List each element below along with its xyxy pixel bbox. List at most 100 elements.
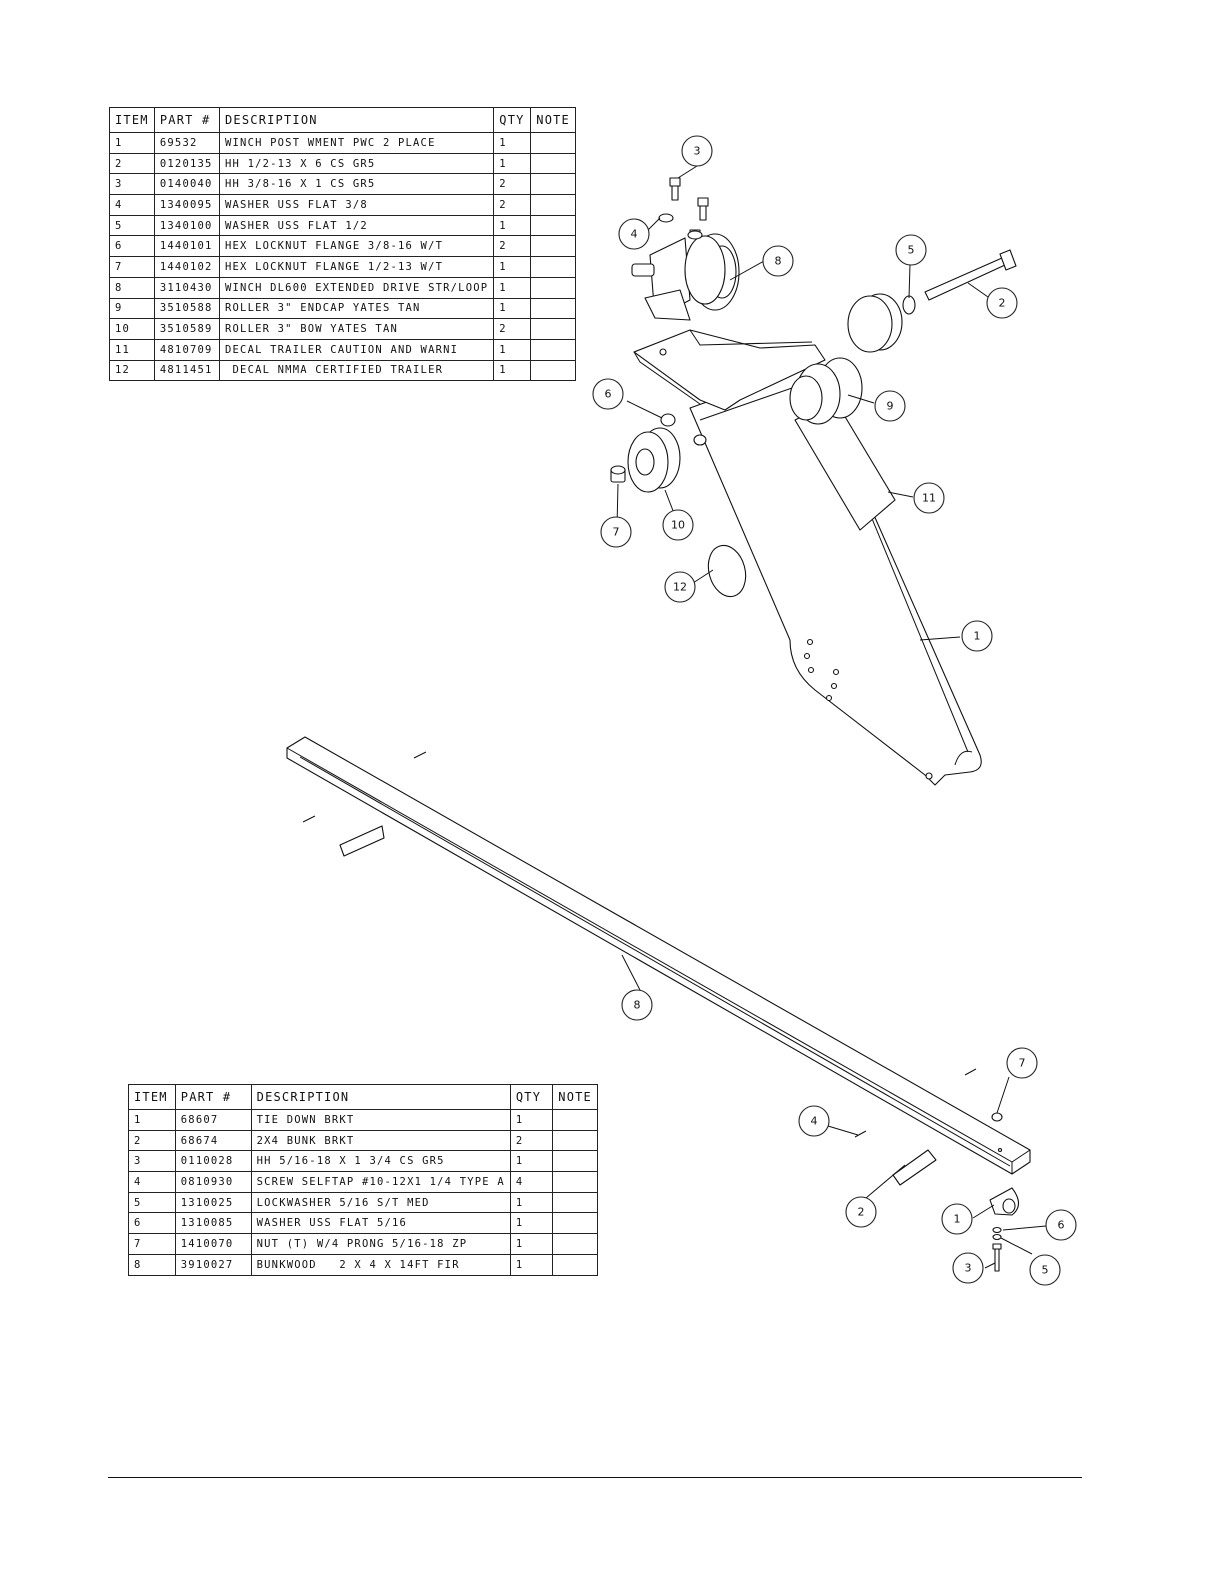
header-part: PART # — [174, 1084, 252, 1110]
tee-nut — [991, 1112, 1003, 1122]
hex-bolt-1-2 — [924, 249, 1017, 301]
cell-note — [552, 1253, 598, 1276]
cell-description: HH 5/16-18 X 1 3/4 CS GR5 — [250, 1150, 511, 1173]
cell-description: DECAL NMMA CERTIFIED TRAILER — [218, 359, 495, 382]
selftap-screw — [854, 1130, 867, 1138]
balloon-8: 8 — [762, 245, 794, 277]
locknut-3-8 — [693, 434, 707, 446]
cell-description: ROLLER 3" BOW YATES TAN — [218, 318, 495, 340]
cell-part-number: 1340100 — [153, 214, 221, 237]
svg-text:6: 6 — [1058, 1219, 1065, 1232]
hex-bolt-3-8 — [669, 177, 709, 221]
washer-5-16 — [992, 1226, 1002, 1234]
svg-text:3: 3 — [694, 145, 701, 158]
header-description: DESCRIPTION — [218, 107, 495, 133]
roller-bow — [847, 293, 903, 353]
bom-header-row: ITEM PART # DESCRIPTION QTY NOTE — [109, 107, 576, 133]
cell-item: 11 — [109, 338, 155, 361]
cell-part-number: 3110430 — [153, 276, 221, 299]
cell-description: HH 3/8-16 X 1 CS GR5 — [218, 173, 495, 196]
header-item: ITEM — [109, 107, 155, 133]
balloon-3: 3 — [681, 135, 713, 167]
cell-qty: 1 — [509, 1253, 554, 1276]
lockwasher-5-16 — [992, 1233, 1002, 1241]
cell-part-number: 3510588 — [153, 297, 221, 320]
header-description: DESCRIPTION — [250, 1084, 511, 1110]
cell-description: ROLLER 3" ENDCAP YATES TAN — [218, 297, 495, 320]
svg-text:4: 4 — [631, 228, 638, 241]
cell-part-number: 1310085 — [174, 1212, 252, 1235]
bunkwood — [286, 736, 1031, 1175]
balloon-8: 8 — [621, 989, 653, 1021]
mounting-holes — [803, 638, 840, 702]
leader-lines — [616, 165, 1047, 1269]
svg-text:4: 4 — [811, 1115, 818, 1128]
balloon-4: 4 — [798, 1105, 830, 1137]
cell-note — [530, 359, 576, 382]
cell-part-number: 1410070 — [174, 1233, 252, 1255]
balloon-6: 6 — [1045, 1209, 1077, 1241]
balloon-1: 1 — [941, 1203, 973, 1235]
balloon-5: 5 — [895, 234, 927, 266]
cell-description: HEX LOCKNUT FLANGE 1/2-13 W/T — [218, 256, 495, 278]
cell-description: LOCKWASHER 5/16 S/T MED — [250, 1191, 511, 1214]
balloon-10: 10 — [662, 509, 694, 541]
cell-part-number: 4810709 — [153, 338, 221, 361]
balloon-7: 7 — [600, 516, 632, 548]
header-part: PART # — [153, 107, 221, 133]
locknut-3-8 — [660, 413, 676, 427]
winch-head-plate — [633, 329, 826, 411]
selftap-screw — [964, 1068, 977, 1076]
header-note: NOTE — [552, 1084, 598, 1110]
svg-text:5: 5 — [908, 244, 915, 257]
balloon-4: 4 — [618, 218, 650, 250]
bunk-bracket — [892, 1149, 937, 1186]
balloon-3: 3 — [952, 1252, 984, 1284]
cell-part-number: 3910027 — [174, 1253, 252, 1276]
svg-text:7: 7 — [613, 526, 620, 539]
svg-text:1: 1 — [974, 630, 981, 643]
footer-rule — [108, 1477, 1082, 1478]
hex-bolt-5-16 — [992, 1243, 1002, 1272]
svg-text:6: 6 — [605, 388, 612, 401]
svg-text:2: 2 — [858, 1206, 865, 1219]
cell-item: 10 — [109, 318, 155, 340]
header-note: NOTE — [530, 107, 576, 133]
cell-qty: 2 — [493, 173, 532, 196]
cell-part-number: 69532 — [153, 132, 221, 154]
svg-text:8: 8 — [634, 999, 641, 1012]
svg-text:11: 11 — [922, 492, 936, 505]
svg-text:8: 8 — [775, 255, 782, 268]
svg-text:12: 12 — [673, 581, 687, 594]
roller-bow — [627, 427, 681, 493]
bunk-assembly — [286, 736, 1031, 1272]
cell-part-number: 4811451 — [153, 359, 221, 382]
svg-text:1: 1 — [954, 1213, 961, 1226]
cell-description: WASHER USS FLAT 3/8 — [218, 194, 495, 216]
svg-text:3: 3 — [965, 1262, 972, 1275]
washer-3-8 — [687, 230, 703, 240]
selftap-screw — [302, 815, 316, 823]
decal-nmma — [707, 544, 747, 598]
bom-header-row: ITEM PART # DESCRIPTION QTY NOTE — [128, 1084, 598, 1110]
balloon-11: 11 — [913, 482, 945, 514]
locknut-1-2 — [610, 465, 626, 483]
balloon-12: 12 — [664, 571, 696, 603]
svg-text:9: 9 — [887, 400, 894, 413]
bunk-bracket — [339, 825, 385, 857]
